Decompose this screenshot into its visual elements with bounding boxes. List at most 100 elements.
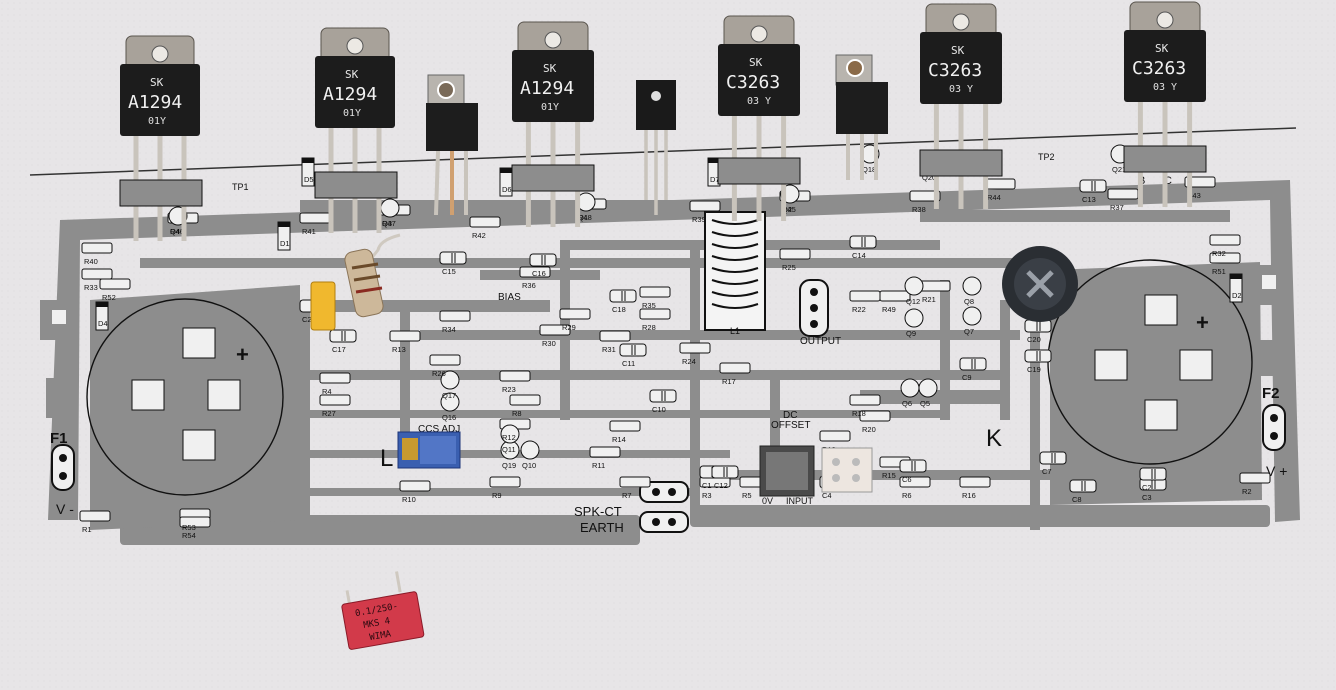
ref-designator: R48 xyxy=(578,213,592,222)
transistor-code: 01Y xyxy=(541,102,559,113)
v-minus-label: V - xyxy=(56,501,74,517)
resistor-footprint xyxy=(99,278,131,290)
f1-label: F1 xyxy=(50,430,68,447)
bottom-rail xyxy=(120,515,640,545)
capacitor-footprint xyxy=(619,343,647,357)
capacitor-footprint xyxy=(329,329,357,343)
ref-designator: R12 xyxy=(502,433,516,442)
ref-designator: C20 xyxy=(1027,335,1041,344)
capacitor-footprint xyxy=(711,465,739,479)
ref-designator: R13 xyxy=(392,345,406,354)
ref-designator: C11 xyxy=(622,359,635,368)
transistor-footprint xyxy=(440,370,460,390)
dc-offset-label-2: OFFSET xyxy=(771,420,810,431)
left-reservoir-plus: + xyxy=(236,342,249,367)
ref-designator: Q1 xyxy=(578,213,588,222)
ref-designator: R42 xyxy=(472,231,486,240)
ref-designator: R43 xyxy=(1187,191,1201,200)
ref-designator: R49 xyxy=(882,305,896,314)
resistor-footprint xyxy=(959,476,991,488)
ref-designator: R39 xyxy=(692,215,706,224)
capacitor-footprint xyxy=(1079,179,1107,193)
ref-designator: D1 xyxy=(280,239,290,248)
resistor-footprint xyxy=(1239,472,1271,484)
transistor-pad-strip xyxy=(314,171,398,199)
resistor-footprint xyxy=(399,480,431,492)
ref-designator: C7 xyxy=(1042,467,1052,476)
tp1-label: TP1 xyxy=(232,182,249,192)
ref-designator: Q10 xyxy=(522,461,536,470)
ref-designator: R10 xyxy=(402,495,416,504)
right-reservoir-plus: + xyxy=(1196,310,1209,335)
resistor-footprint xyxy=(81,242,113,254)
resistor-footprint xyxy=(819,430,851,442)
capacitor-footprint xyxy=(609,289,637,303)
resistor-footprint xyxy=(1107,188,1139,200)
ref-designator: R29 xyxy=(562,323,576,332)
dc-offset-label-1: DC xyxy=(783,410,797,421)
transistor-part-number: C3263 xyxy=(1132,58,1186,79)
transistor-group: SKA129401YSKA129401YSKA129401YSKC326303 … xyxy=(119,1,1207,241)
ref-designator: R31 xyxy=(602,345,616,354)
transistor-part-number: A1294 xyxy=(323,84,377,105)
ref-designator: R2 xyxy=(1242,487,1252,496)
ref-designator: Q12 xyxy=(906,297,920,306)
ref-designator: R7 xyxy=(622,491,632,500)
resistor-footprint xyxy=(439,310,471,322)
transistor-code: 03 Y xyxy=(949,84,973,95)
capacitor-footprint xyxy=(439,251,467,265)
capacitor-footprint xyxy=(1024,349,1052,363)
ref-designator: R11 xyxy=(592,461,605,470)
resistor-footprint xyxy=(489,476,521,488)
right-reservoir-footprint xyxy=(1047,259,1253,465)
capacitor-footprint xyxy=(899,459,927,473)
ref-designator: Q20 xyxy=(922,173,936,182)
resistor-footprint xyxy=(679,342,711,354)
ref-designator: D7 xyxy=(710,175,720,184)
ref-designator: R45 xyxy=(782,205,796,214)
ref-designator: C6 xyxy=(902,475,912,484)
fuse-f2-footprint xyxy=(1256,265,1286,451)
ref-designator: R23 xyxy=(502,385,516,394)
ref-designator: R14 xyxy=(612,435,626,444)
ref-designator: Q4 xyxy=(170,227,180,236)
ref-designator: Q19 xyxy=(502,461,516,470)
resistor-footprint xyxy=(639,286,671,298)
ref-designator: R9 xyxy=(492,491,502,500)
ref-designator: R24 xyxy=(682,357,696,366)
ref-designator: R15 xyxy=(882,471,896,480)
transistor-footprint xyxy=(900,378,920,398)
transistor-brand: SK xyxy=(951,44,965,57)
resistor-footprint xyxy=(389,330,421,342)
transistor-footprint xyxy=(380,198,400,218)
ref-designator: C18 xyxy=(612,305,626,314)
transistor-footprint xyxy=(500,424,520,444)
resistor-footprint xyxy=(319,394,351,406)
ref-designator: R28 xyxy=(642,323,656,332)
inductor-l1 xyxy=(704,211,766,331)
ref-designator: C3 xyxy=(1142,493,1152,502)
transistor-brand: SK xyxy=(543,62,557,75)
ref-designator: R27 xyxy=(322,409,336,418)
resistor-footprint xyxy=(689,200,721,212)
capacitor-footprint xyxy=(529,253,557,267)
ref-designator: R47 xyxy=(382,219,396,228)
ref-designator: R5 xyxy=(742,491,752,500)
ref-designator: R38 xyxy=(912,205,926,214)
ref-designator: D2 xyxy=(1232,291,1242,300)
transistor-footprint xyxy=(918,378,938,398)
resistor-footprint xyxy=(639,308,671,320)
ref-designator: C16 xyxy=(532,269,546,278)
ref-designator: Q21 xyxy=(1112,165,1126,174)
ref-designator: Q18 xyxy=(862,165,876,174)
ref-designator: C4 xyxy=(822,491,832,500)
resistor-footprint xyxy=(779,248,811,260)
capacitor-footprint xyxy=(849,235,877,249)
ref-designator: R30 xyxy=(542,339,556,348)
electrolytic-capacitor xyxy=(1002,246,1078,322)
resistor-footprint xyxy=(469,216,501,228)
transistor-pad-strip xyxy=(119,179,203,207)
